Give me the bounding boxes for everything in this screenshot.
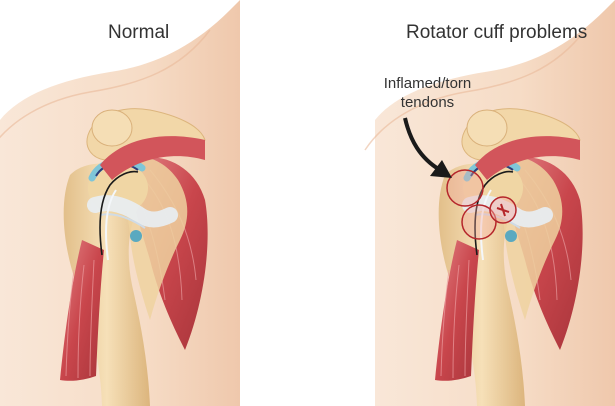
panel-title-rotator-cuff: Rotator cuff problems <box>406 22 587 44</box>
annotation-line-2: tendons <box>370 93 485 112</box>
annotation-line-1: Inflamed/torn <box>370 74 485 93</box>
inflamed-area-marker <box>447 170 483 206</box>
rotator-cuff-shoulder-illustration <box>365 0 615 406</box>
annotation-label: Inflamed/torn tendons <box>370 74 485 112</box>
normal-shoulder-illustration <box>0 0 240 406</box>
panel-title-normal: Normal <box>108 22 169 44</box>
